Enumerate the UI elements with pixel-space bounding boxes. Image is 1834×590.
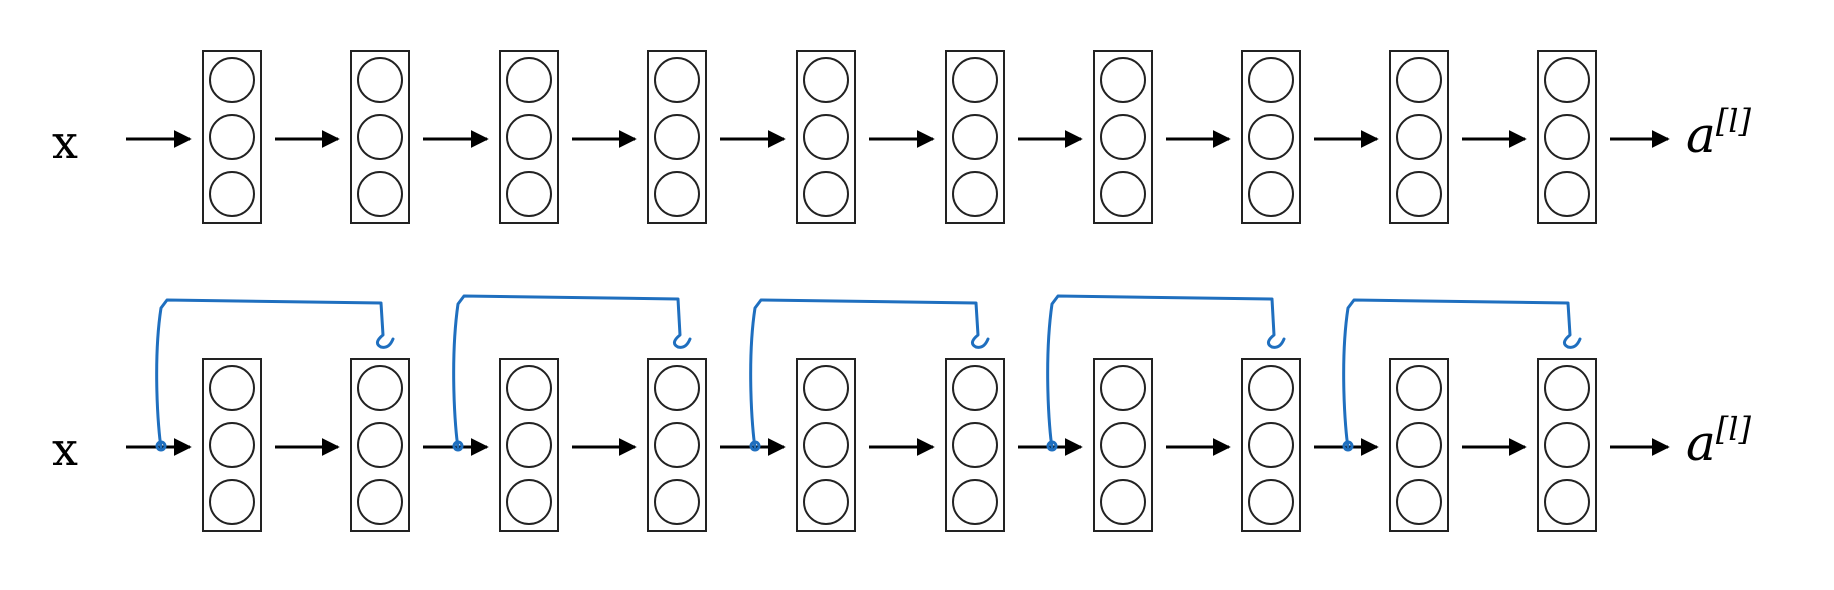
plain_network-neuron [1100, 114, 1146, 160]
residual-input-label: x [52, 422, 78, 476]
plain_network-neuron [654, 114, 700, 160]
plain-network: x a[l] [52, 50, 1752, 224]
residual_network-neuron [506, 479, 552, 525]
residual_network-neuron [506, 365, 552, 411]
residual-skip-connections [155, 294, 1582, 452]
skip-connection-4 [1046, 294, 1286, 449]
plain_network-neuron [1544, 171, 1590, 217]
plain_network-neuron [209, 57, 255, 103]
plain_network-neuron [803, 171, 849, 217]
plain_network-neuron [506, 171, 552, 217]
skip-tap-point [749, 440, 761, 452]
residual_network-neuron [654, 365, 700, 411]
plain_network-neuron [1396, 114, 1442, 160]
residual_network-neuron [803, 479, 849, 525]
residual_network-neuron [209, 422, 255, 468]
plain_network-neuron [357, 57, 403, 103]
skip-tap-point [1046, 440, 1058, 452]
plain-output-label: a[l] [1686, 102, 1752, 164]
residual-output-superscript: [l] [1716, 410, 1752, 448]
plain_network-neuron [803, 114, 849, 160]
skip-tap-point [155, 440, 167, 452]
residual_network-neuron [1396, 479, 1442, 525]
residual_network-neuron [506, 422, 552, 468]
residual_network-neuron [1396, 365, 1442, 411]
plain_network-neuron [1396, 57, 1442, 103]
skip-connection-5 [1342, 298, 1582, 449]
plain_network-neuron [1248, 114, 1294, 160]
residual_network-neuron [209, 365, 255, 411]
plain_network-neuron [1248, 57, 1294, 103]
plain_network-neuron [357, 114, 403, 160]
residual-layers [126, 358, 1670, 532]
residual-output-label: a[l] [1686, 410, 1752, 472]
plain_network-neuron [357, 171, 403, 217]
residual-network: x a[l] [52, 294, 1752, 532]
residual_network-neuron [654, 422, 700, 468]
plain-output-superscript: [l] [1716, 102, 1752, 140]
residual_network-neuron [803, 422, 849, 468]
skip-connection-1 [155, 298, 395, 449]
plain_network-neuron [506, 114, 552, 160]
residual_network-neuron [803, 365, 849, 411]
plain_network-neuron [209, 114, 255, 160]
skip-tap-point [452, 440, 464, 452]
plain-output-symbol: a [1686, 106, 1716, 164]
plain_network-neuron [803, 57, 849, 103]
skip-connection-2 [452, 294, 692, 449]
residual_network-neuron [654, 479, 700, 525]
residual_network-neuron [1100, 365, 1146, 411]
residual_network-neuron [209, 479, 255, 525]
plain_network-neuron [209, 171, 255, 217]
plain_network-neuron [1100, 57, 1146, 103]
residual_network-neuron [1544, 365, 1590, 411]
plain_network-neuron [506, 57, 552, 103]
plain_network-neuron [952, 57, 998, 103]
plain_network-neuron [654, 57, 700, 103]
residual_network-neuron [357, 365, 403, 411]
residual_network-neuron [357, 422, 403, 468]
plain-input-label: x [52, 115, 78, 169]
residual-output-symbol: a [1686, 414, 1716, 472]
plain_network-neuron [1248, 171, 1294, 217]
residual_network-neuron [952, 365, 998, 411]
residual_network-neuron [1100, 422, 1146, 468]
residual_network-neuron [1248, 479, 1294, 525]
skip-connection-3 [749, 298, 990, 449]
residual_network-neuron [1544, 422, 1590, 468]
residual_network-neuron [357, 479, 403, 525]
plain_network-neuron [1100, 171, 1146, 217]
plain-layers [126, 50, 1670, 224]
plain_network-neuron [952, 114, 998, 160]
plain_network-neuron [1396, 171, 1442, 217]
residual_network-neuron [1248, 365, 1294, 411]
plain_network-neuron [1544, 57, 1590, 103]
residual_network-neuron [1544, 479, 1590, 525]
residual_network-neuron [1100, 479, 1146, 525]
skip-tap-point [1342, 440, 1354, 452]
plain_network-neuron [952, 171, 998, 217]
residual_network-neuron [1248, 422, 1294, 468]
plain_network-neuron [1544, 114, 1590, 160]
residual_network-neuron [952, 422, 998, 468]
residual_network-neuron [952, 479, 998, 525]
residual_network-neuron [1396, 422, 1442, 468]
plain_network-neuron [654, 171, 700, 217]
